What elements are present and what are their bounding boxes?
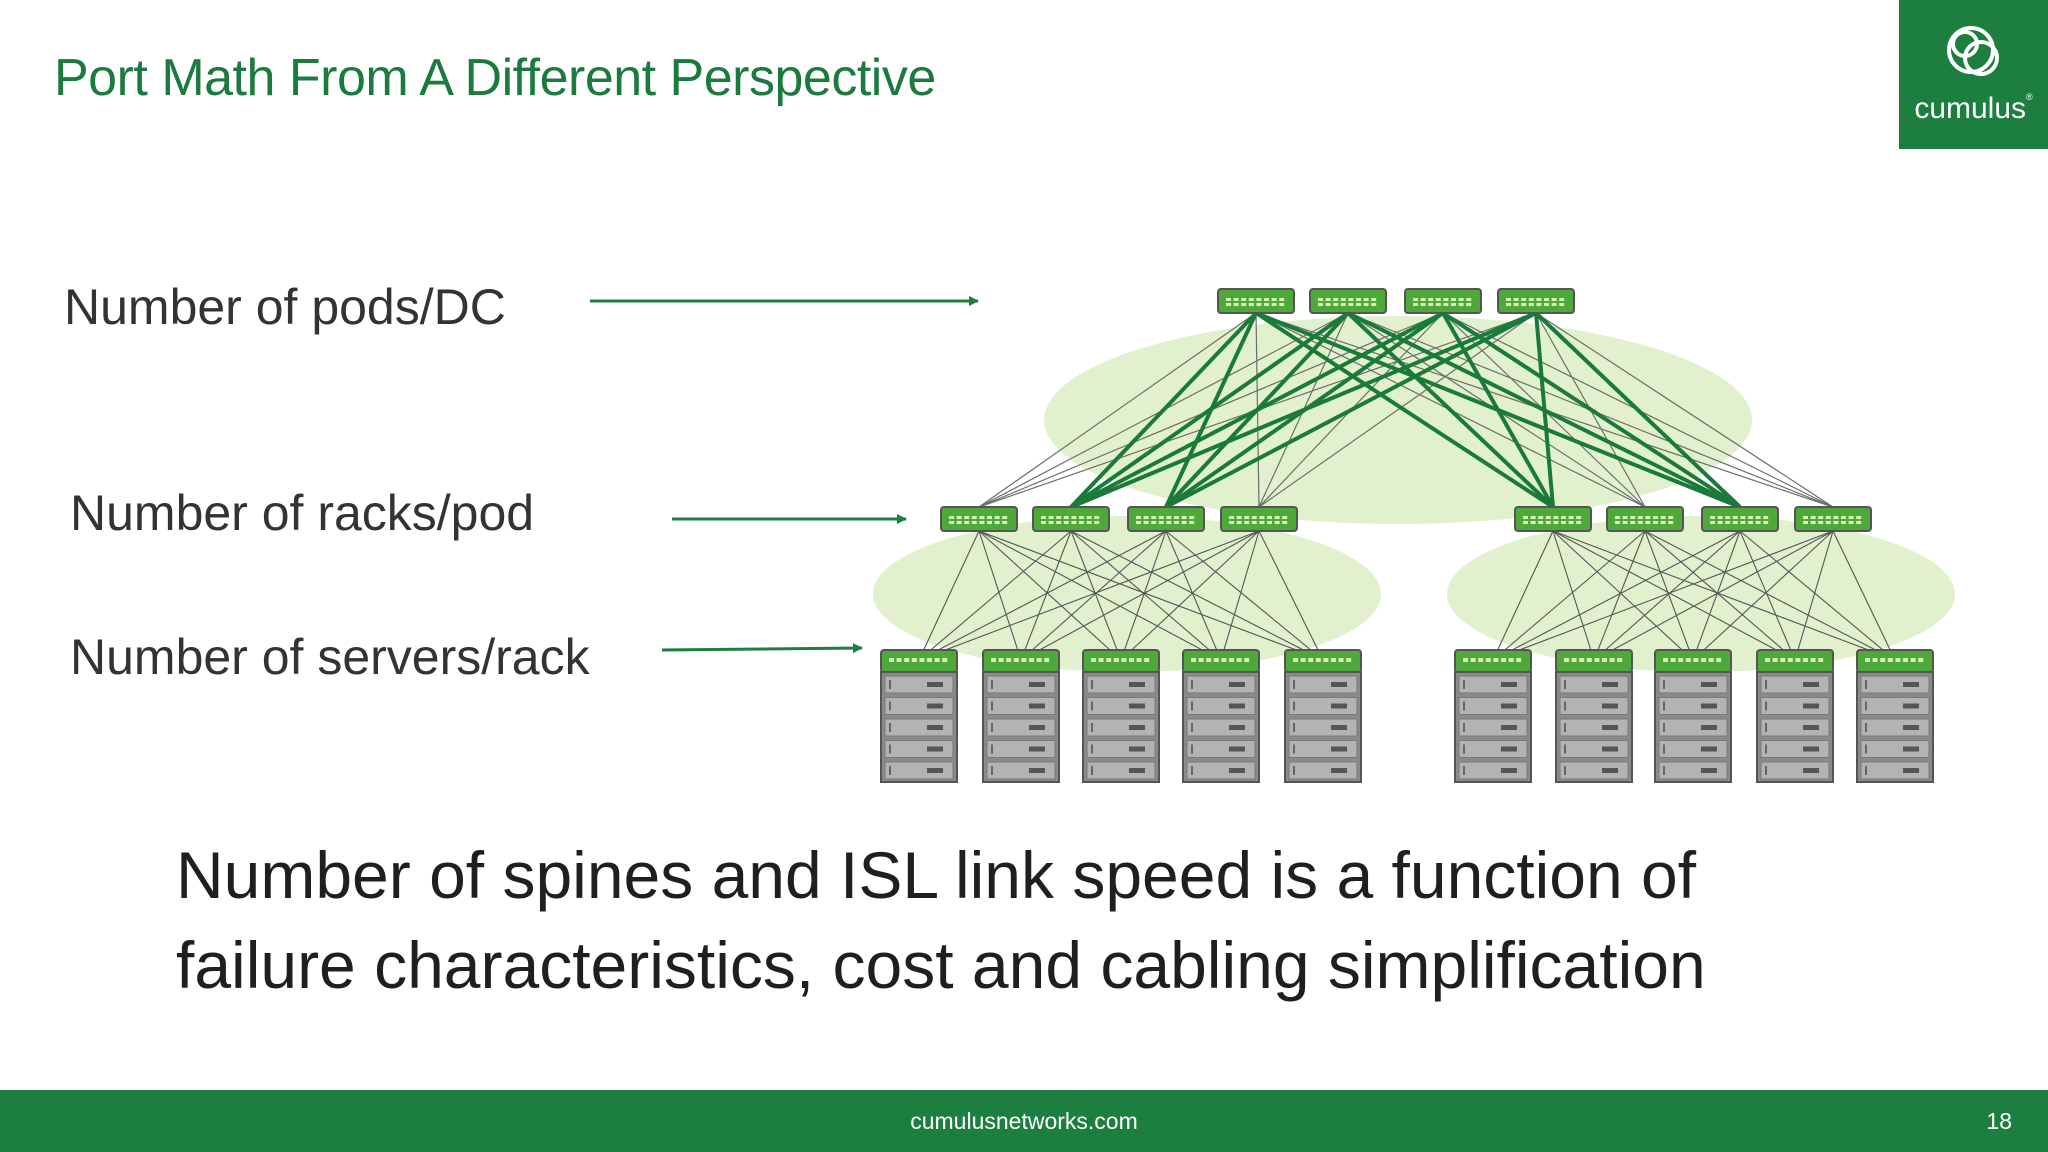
highlighted-uplink	[1164, 311, 1445, 509]
fabric-link	[978, 312, 1257, 508]
arrow-servers	[661, 643, 863, 654]
leaf-link	[1552, 530, 1896, 661]
leaf-link	[1020, 530, 1167, 661]
registered-mark: ®	[2026, 92, 2033, 102]
leaf-link	[1644, 530, 1694, 661]
leaf-link	[1552, 530, 1595, 661]
spine-switch	[1606, 506, 1684, 532]
label-pods-per-dc: Number of pods/DC	[64, 279, 506, 335]
super-spine-switch	[1309, 288, 1387, 314]
caption: Number of spines and ISL link speed is a…	[176, 830, 1876, 1010]
server-rack	[1555, 649, 1633, 783]
leaf-link	[1644, 530, 1896, 661]
highlighted-uplink	[1347, 311, 1741, 509]
clos-topology-diagram	[590, 288, 1955, 783]
leaf-link	[918, 530, 1167, 661]
leaf-link	[978, 530, 1324, 661]
highlighted-uplink	[1069, 311, 1258, 509]
leaf-link	[1220, 530, 1260, 661]
pod-halo-left	[873, 516, 1381, 672]
leaf-link	[1020, 530, 1260, 661]
caption-line-2: failure characteristics, cost and cablin…	[176, 928, 1706, 1002]
super-spine-switch	[1497, 288, 1575, 314]
leaf-link	[978, 530, 1022, 661]
leaf-link	[1258, 530, 1324, 661]
server-rack	[1454, 649, 1532, 783]
leaf-link	[1593, 530, 1741, 661]
leaf-link	[1165, 530, 1222, 661]
leaf-link	[1552, 530, 1694, 661]
server-rack	[1756, 649, 1834, 783]
spine-switch	[1220, 506, 1298, 532]
super-spine-switch	[1217, 288, 1295, 314]
leaf-link	[1492, 530, 1834, 661]
spine-switch	[940, 506, 1018, 532]
cumulus-logo: cumulus®	[1899, 0, 2048, 149]
leaf-link	[1492, 530, 1554, 661]
highlighted-uplink	[1164, 312, 1258, 508]
highlighted-uplink	[1255, 311, 1741, 509]
spine-switch	[1127, 506, 1205, 532]
label-servers-per-rack: Number of servers/rack	[70, 629, 590, 685]
spine-switch	[1701, 506, 1779, 532]
pod-halo-right	[1447, 516, 1955, 672]
leaf-link	[1070, 530, 1324, 661]
leaf-link	[918, 530, 1072, 661]
leaf-link	[918, 530, 1260, 661]
leaf-link	[1492, 530, 1741, 661]
cumulus-logo-icon	[1947, 26, 1999, 76]
label-racks-per-pod: Number of racks/pod	[70, 485, 535, 541]
leaf-link	[1120, 530, 1260, 661]
leaf-link	[1020, 530, 1072, 661]
fabric-link	[1535, 312, 1834, 508]
leaf-link	[1165, 530, 1324, 661]
super-spine-switch	[1404, 288, 1482, 314]
spine-switch	[1794, 506, 1872, 532]
leaf-link	[1120, 530, 1167, 661]
spine-switch	[1514, 506, 1592, 532]
footer-url: cumulusnetworks.com	[910, 1108, 1138, 1134]
server-rack	[1856, 649, 1934, 783]
leaf-link	[978, 530, 1122, 661]
caption-line-1: Number of spines and ISL link speed is a…	[176, 838, 1697, 912]
leaf-link	[1739, 530, 1896, 661]
leaf-link	[1644, 530, 1796, 661]
highlighted-uplink	[1254, 311, 1555, 509]
leaf-link	[1070, 530, 1222, 661]
highlighted-uplink	[1346, 311, 1555, 509]
slide-title: Port Math From A Different Perspective	[54, 49, 936, 107]
highlighted-uplink	[1534, 311, 1742, 509]
server-rack	[880, 649, 958, 783]
spine-switch	[1032, 506, 1110, 532]
leaf-link	[918, 530, 980, 661]
leaf-link	[1794, 530, 1834, 661]
leaf-link	[1739, 530, 1796, 661]
server-rack	[1182, 649, 1260, 783]
logo-wordmark: cumulus®	[1914, 92, 2033, 125]
highlighted-uplink	[1164, 311, 1350, 509]
leaf-link	[1832, 530, 1896, 661]
highlighted-uplink	[1441, 311, 1742, 509]
server-rack	[1284, 649, 1362, 783]
leaf-link	[1692, 530, 1834, 661]
leaf-link	[978, 530, 1222, 661]
page-number: 18	[1986, 1108, 2012, 1134]
server-rack	[1082, 649, 1160, 783]
server-rack	[982, 649, 1060, 783]
footer-bar: cumulusnetworks.com 18	[0, 1090, 2048, 1152]
leaf-link	[1593, 530, 1834, 661]
leaf-link	[1552, 530, 1796, 661]
leaf-link	[1070, 530, 1122, 661]
server-rack	[1654, 649, 1732, 783]
highlighted-uplink	[1165, 311, 1537, 509]
leaf-link	[1692, 530, 1741, 661]
leaf-link	[1492, 530, 1646, 661]
leaf-link	[1593, 530, 1646, 661]
